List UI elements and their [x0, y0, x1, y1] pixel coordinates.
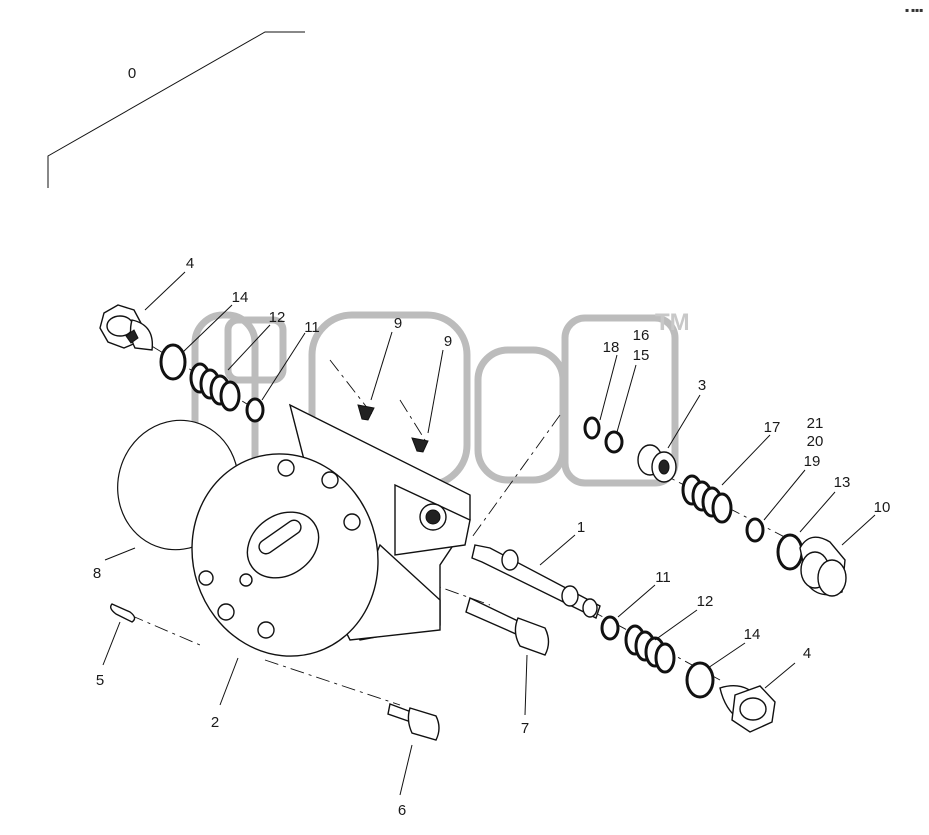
assembly-bracket: [47, 31, 305, 188]
o-ring-13: [776, 533, 804, 571]
callout-12-upper: 12: [269, 309, 286, 326]
callout-9-a: 9: [394, 315, 402, 332]
valve-housing: [191, 403, 471, 657]
callout-11-lower: 11: [655, 569, 671, 586]
plug-upper: [99, 304, 154, 351]
callout-14-upper: 14: [232, 289, 249, 306]
callout-17: 17: [764, 419, 781, 436]
callout-8: 8: [93, 565, 101, 582]
callout-0: 0: [128, 65, 136, 82]
dowel-pin: [109, 603, 136, 623]
set-screw-b: [411, 437, 429, 453]
washer-lower: [600, 615, 620, 641]
callout-11-upper: 11: [304, 319, 320, 336]
washer-19: [745, 517, 765, 543]
spring-17: [681, 474, 733, 524]
callout-3: 3: [698, 377, 706, 394]
bolt-small: [387, 703, 440, 741]
valve-spool: [471, 544, 601, 619]
callout-13: 13: [834, 474, 851, 491]
callout-16: 16: [633, 327, 650, 344]
watermark-tm: TM: [655, 309, 690, 336]
callout-4-upper: 4: [186, 255, 194, 272]
o-ring-lower: [685, 661, 715, 699]
callout-21: 21: [807, 415, 824, 432]
callouts: 0 4 14 12 11 9 9 18 16 15 3 17 21 20 19 …: [93, 65, 891, 819]
poppet-3: [637, 444, 677, 483]
callout-9-b: 9: [444, 333, 452, 350]
callout-20: 20: [807, 433, 824, 450]
spring-lower: [624, 624, 676, 674]
washer-upper: [245, 397, 265, 423]
callout-15: 15: [633, 347, 650, 364]
callout-2: 2: [211, 714, 219, 731]
callout-19: 19: [804, 453, 821, 470]
callout-10: 10: [874, 499, 891, 516]
callout-14-lower: 14: [744, 626, 761, 643]
bolt-long: [465, 597, 550, 656]
callout-5: 5: [96, 672, 104, 689]
callout-7: 7: [521, 720, 529, 737]
plug-10: [799, 536, 847, 597]
leader-lines: [102, 271, 876, 796]
callout-18: 18: [603, 339, 620, 356]
callout-6: 6: [398, 802, 406, 819]
callout-4-lower: 4: [803, 645, 811, 662]
ring-15: [604, 430, 624, 454]
callout-1: 1: [577, 519, 585, 536]
corner-mark: ▪ ▪▪▪: [905, 7, 923, 14]
ring-18: [583, 416, 601, 440]
spring-upper: [189, 362, 241, 412]
set-screw-a: [357, 404, 375, 421]
o-ring-upper: [159, 343, 187, 381]
plug-lower: [719, 685, 776, 733]
callout-12-lower: 12: [697, 593, 714, 610]
